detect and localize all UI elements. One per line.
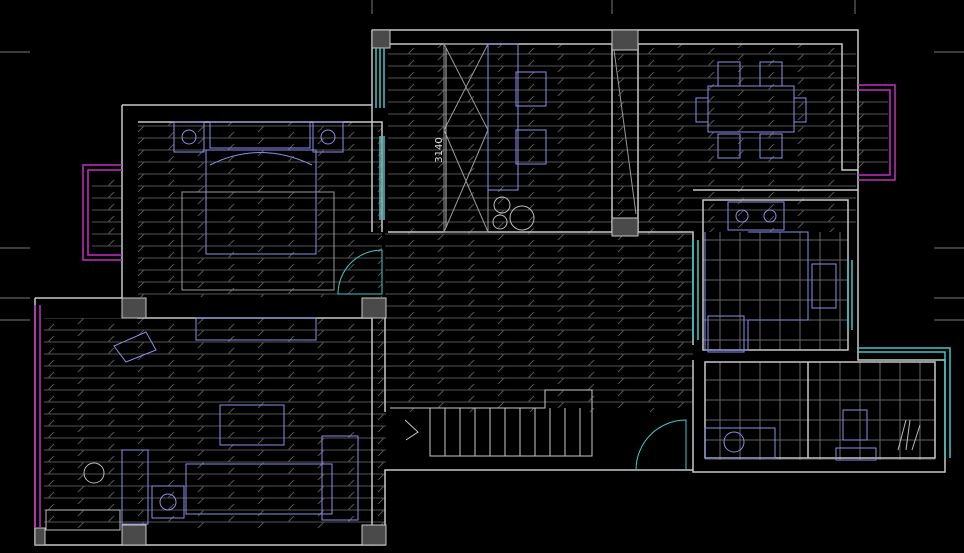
- furniture: [45, 43, 921, 531]
- staircase: [390, 389, 593, 457]
- doors: [337, 249, 687, 471]
- windows: [34, 48, 951, 528]
- dimension-label: 3140: [434, 137, 445, 162]
- grid-ticks: [0, 0, 964, 321]
- structural-columns: [34, 29, 639, 546]
